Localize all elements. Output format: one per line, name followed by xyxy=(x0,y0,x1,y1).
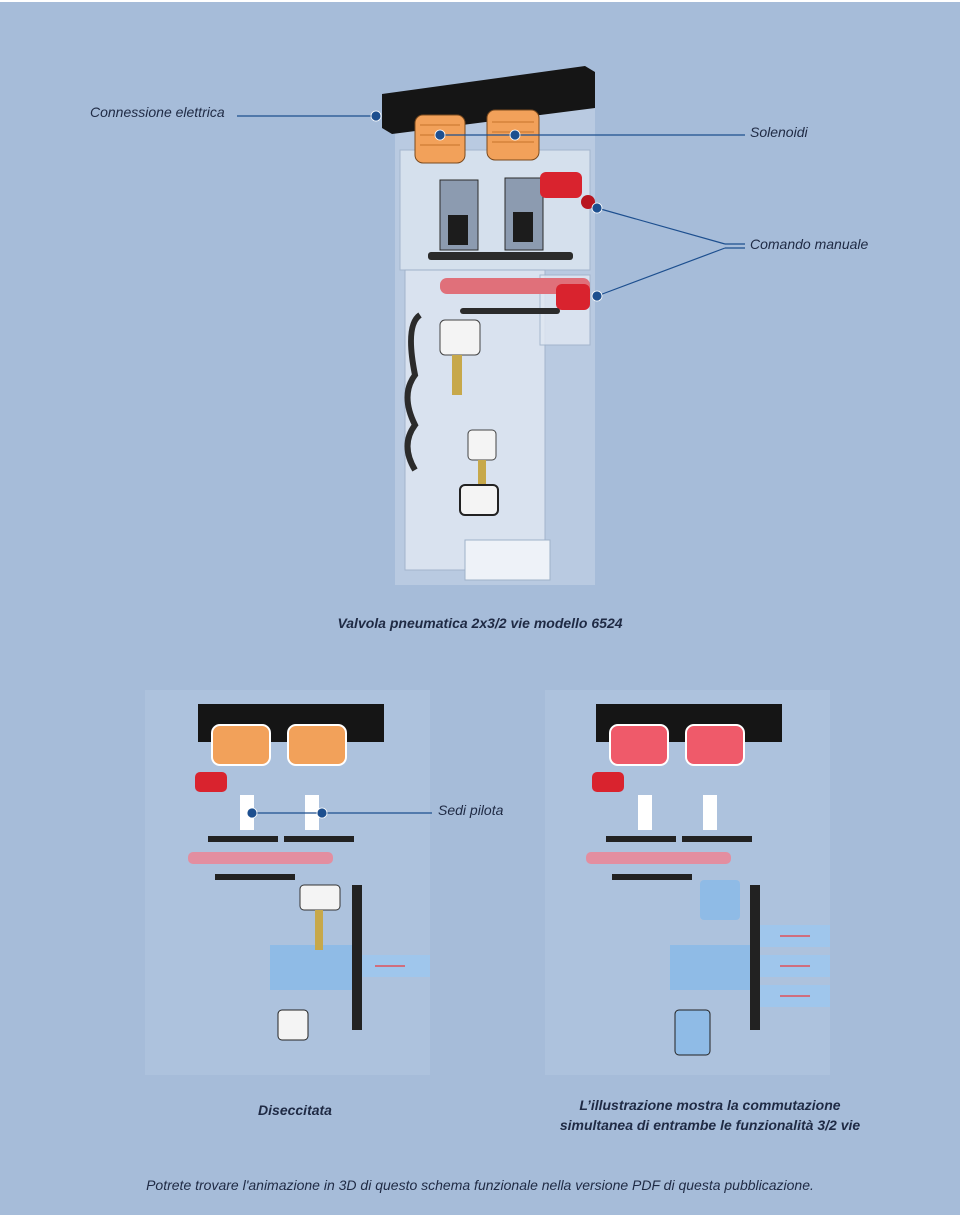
main-title: Valvola pneumatica 2x3/2 vie modello 652… xyxy=(337,615,623,631)
manual-override-buttons xyxy=(440,172,595,310)
main-leader-lines xyxy=(237,115,745,297)
caption-deenergized: Diseccitata xyxy=(258,1102,332,1118)
main-leader-dots xyxy=(370,110,603,302)
caption-energized-line2: simultanea di entrambe le funzionalità 3… xyxy=(559,1117,861,1133)
label-solenoids: Solenoidi xyxy=(750,124,808,140)
pilot-seats-leader xyxy=(246,807,432,819)
energized-valve-drawing xyxy=(545,690,830,1075)
main-valve-drawing xyxy=(382,66,595,585)
label-manual-override: Comando manuale xyxy=(750,236,869,252)
footnote: Potrete trovare l'animazione in 3D di qu… xyxy=(146,1177,814,1193)
label-pilot-seats: Sedi pilota xyxy=(438,802,504,818)
deenergized-valve-drawing xyxy=(145,690,430,1075)
label-electrical-connection: Connessione elettrica xyxy=(90,104,225,120)
caption-energized-line1: L’illustrazione mostra la commutazione xyxy=(579,1097,841,1113)
